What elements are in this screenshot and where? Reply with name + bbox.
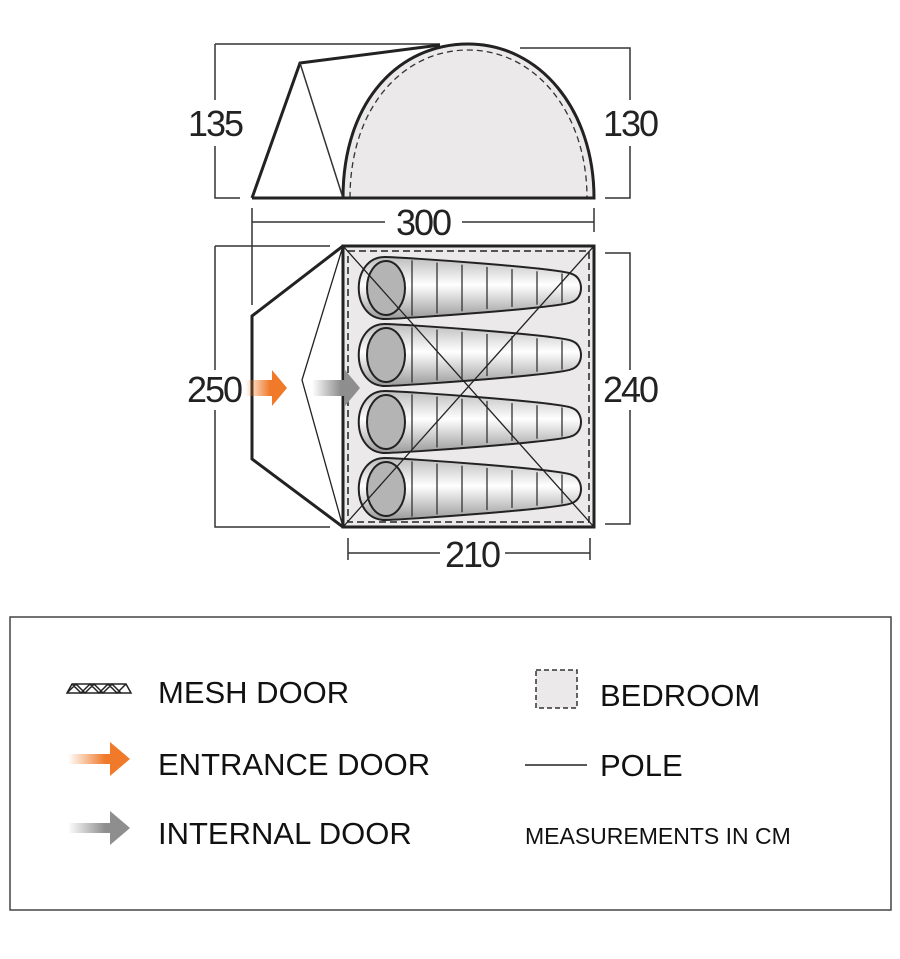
- legend-pole: POLE: [600, 748, 683, 783]
- internal-arrow-icon: [68, 811, 130, 845]
- sleeping-bag: [357, 322, 582, 388]
- head-circle: [366, 461, 406, 517]
- sleeping-bag: [357, 255, 582, 321]
- length-dimension-line: [251, 208, 595, 305]
- head-circle: [366, 394, 406, 450]
- legend-internal-door: INTERNAL DOOR: [158, 816, 412, 851]
- sleeping-bag: [357, 456, 582, 522]
- entrance-door-arrow: [245, 370, 287, 406]
- side-view: [214, 42, 631, 200]
- legend-bedroom: BEDROOM: [600, 678, 760, 713]
- dim-bedroom-length: 210: [445, 534, 500, 575]
- head-circle: [366, 260, 406, 316]
- entrance-arrow-icon: [68, 742, 130, 776]
- sleeping-bag: [357, 389, 582, 455]
- dim-bedroom-width: 240: [603, 369, 658, 410]
- legend-units-note: MEASUREMENTS IN CM: [525, 823, 791, 849]
- head-circle: [366, 327, 406, 383]
- dim-total-length: 300: [396, 202, 451, 243]
- mesh-door-icon: [65, 682, 133, 695]
- bedroom-icon: [535, 669, 578, 709]
- legend-entrance-door: ENTRANCE DOOR: [158, 747, 430, 782]
- dim-front-height: 135: [188, 103, 243, 144]
- poles: [342, 245, 595, 528]
- dim-rear-height: 130: [603, 103, 658, 144]
- internal-door-arrow: [312, 370, 360, 406]
- legend-mesh-door: MESH DOOR: [158, 675, 349, 710]
- sleeping-bags: [357, 255, 582, 522]
- dim-porch-width: 250: [187, 369, 242, 410]
- legend-box: [9, 616, 892, 911]
